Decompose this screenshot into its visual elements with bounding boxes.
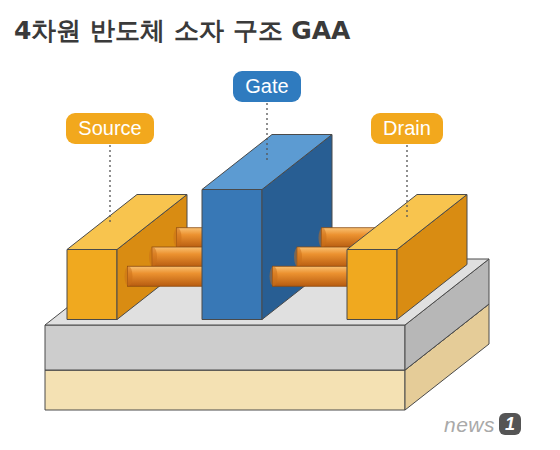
diagram-title: 4차원 반도체 소자 구조 GAA [14, 14, 350, 47]
drain-electrode [347, 195, 467, 320]
part-label: Drain [371, 113, 443, 144]
part-name: Source [78, 116, 141, 140]
nanowire-root [294, 247, 302, 267]
watermark: 1 [499, 413, 521, 435]
block-face [45, 370, 405, 410]
block-face [347, 250, 397, 320]
block-face [67, 195, 187, 250]
nanowire-root [149, 247, 157, 267]
gate-electrode [202, 135, 332, 320]
watermark: news [444, 413, 495, 437]
leader-lines [110, 88, 407, 222]
nanowire-root [270, 266, 278, 286]
block-face [202, 190, 262, 320]
nanowire-root [174, 228, 182, 248]
block-face [202, 135, 332, 190]
part-name: Drain [383, 116, 431, 140]
nanowire [128, 266, 213, 286]
part-label: Source [66, 113, 153, 144]
nanowire-root [319, 228, 327, 248]
block-face [45, 325, 405, 370]
nanowire-root [125, 266, 133, 286]
nanowire [273, 266, 358, 286]
block-face [67, 250, 117, 320]
part-label: Gate [233, 71, 300, 102]
device-structure [45, 135, 489, 411]
part-name: Gate [245, 74, 288, 98]
block-face [347, 195, 467, 250]
